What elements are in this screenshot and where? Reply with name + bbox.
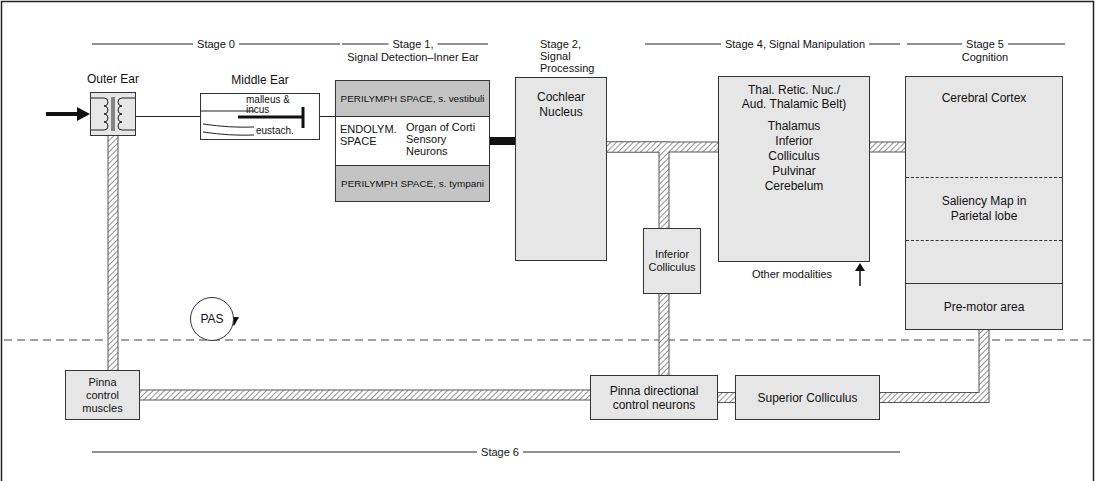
- stage-label: Stage 4, Signal Manipulation: [721, 38, 869, 50]
- stage-label: Stage 2,: [540, 38, 602, 50]
- node-text: PAS: [200, 312, 223, 326]
- stage-label: Stage 0: [193, 38, 239, 50]
- signal-pathway: [718, 393, 735, 402]
- stage-label: Cognition: [958, 51, 1012, 63]
- stage-label: Stage 5: [962, 38, 1008, 50]
- region-section: Pre-motor area: [906, 283, 1062, 329]
- divider-line: [4, 340, 1092, 341]
- node-text: Inferior Colliculus: [644, 248, 700, 274]
- input-arrow: [46, 107, 90, 121]
- middle-ear-box: Middle Earmalleus & incuseustach.: [200, 93, 320, 140]
- node-text: Thalamus: [768, 119, 821, 134]
- signal-pathway: [659, 294, 670, 375]
- node-text: Saliency Map in Parietal lobe: [929, 194, 1039, 224]
- node-text: Cochlear Nucleus: [530, 90, 592, 120]
- signal-pathway: [660, 294, 669, 375]
- perilymph-band: PERILYMPH SPACE, s. tympani: [336, 165, 489, 201]
- pas-circle: PAS: [190, 297, 234, 341]
- stage-label: Stage 1,: [389, 38, 438, 50]
- node-text: Pinna directional control neurons: [604, 384, 704, 412]
- outer-ear-fill: [90, 92, 136, 136]
- process-box: Pinna control muscles: [65, 370, 140, 420]
- node-text: Pinna control muscles: [78, 376, 128, 415]
- stage-label: Other modalities: [748, 268, 836, 280]
- node-text: Superior Colliculus: [757, 391, 857, 405]
- transformer-symbol: [91, 97, 135, 131]
- signal-pathway: [870, 142, 905, 153]
- cognition-box: Cerebral CortexSaliency Map in Parietal …: [905, 76, 1063, 330]
- signal-pathway: [880, 329, 984, 398]
- stage-lines: [92, 44, 1065, 452]
- node-text: ENDOLYM. SPACE: [340, 123, 402, 147]
- signal-pathway: [140, 391, 590, 400]
- node-text: Organ of Corti Sensory Neurons: [406, 121, 486, 157]
- node-text: PERILYMPH SPACE, s. tympani: [338, 178, 487, 190]
- signal-pathway: [718, 392, 735, 403]
- signal-pathway: [870, 143, 905, 152]
- node-text: Inferior Colliculus: [762, 134, 826, 164]
- stage-label: Signal Processing: [540, 50, 602, 74]
- process-box: Cochlear Nucleus: [515, 77, 607, 261]
- signal-pathway: [108, 136, 119, 370]
- process-box: Thal. Retic. Nuc./ Aud. Thalamic Belt) Th…: [718, 76, 870, 262]
- process-box: Inferior Colliculus: [643, 228, 701, 294]
- node-text: PERILYMPH SPACE, s. vestibuli: [338, 93, 488, 105]
- signal-pathway: [320, 116, 335, 117]
- signal-pathway: [136, 116, 200, 117]
- node-text: Cerebelum: [765, 179, 824, 194]
- stage-label: Stage 6: [477, 446, 523, 458]
- signal-pathway: [140, 390, 590, 401]
- process-box: Pinna directional control neurons: [590, 375, 718, 420]
- stage-label: Signal Detection–Inner Ear: [343, 51, 482, 63]
- node-text: Cerebral Cortex: [906, 91, 1062, 105]
- signal-pathway: [109, 136, 118, 370]
- region-section: Saliency Map in Parietal lobe: [906, 177, 1062, 241]
- node-text: malleus & incus: [246, 95, 296, 115]
- signal-pathway: [880, 329, 984, 398]
- node-text: Pulvinar: [772, 164, 815, 179]
- node-text: Middle Ear: [231, 73, 288, 87]
- node-text: Pre-motor area: [944, 300, 1025, 314]
- modalities-arrow: [855, 263, 865, 286]
- inner-ear-box: ENDOLYM. SPACEOrgan of Corti Sensory Neu…: [335, 80, 490, 202]
- signal-pathway: [607, 147, 664, 228]
- node-text: Outer Ear: [87, 72, 139, 86]
- process-box: Superior Colliculus: [735, 375, 880, 420]
- node-text: eustach.: [256, 125, 294, 136]
- perilymph-band: PERILYMPH SPACE, s. vestibuli: [336, 81, 489, 117]
- signal-pathway: [490, 137, 515, 145]
- signal-pathway: [607, 147, 664, 228]
- node-text: Thal. Retic. Nuc./ Aud. Thalamic Belt): [738, 83, 850, 111]
- outer-ear-box: Outer Ear: [90, 92, 136, 136]
